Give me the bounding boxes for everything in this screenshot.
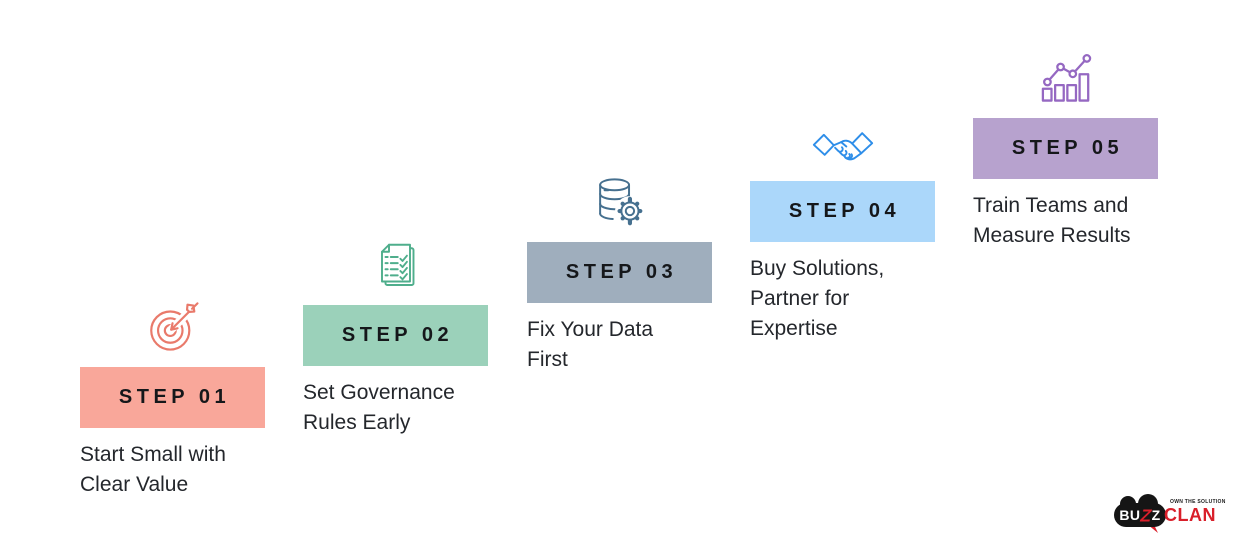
step-05: STEP 05 Train Teams and Measure Results (973, 54, 1158, 251)
step-05-label: STEP 05 (1011, 137, 1124, 159)
target-icon (80, 293, 265, 367)
logo-tagline: OWN THE SOLUTION (1170, 499, 1226, 505)
step-02-description: Set Governance Rules Early (303, 381, 455, 434)
database-gear-icon (527, 168, 712, 242)
step-04-label: STEP 04 (788, 200, 901, 222)
step-04: STEP 04 Buy Solutions, Partner for Exper… (750, 132, 935, 344)
step-04-description: Buy Solutions, Partner for Expertise (750, 257, 885, 340)
checklist-icon (303, 231, 488, 305)
step-02-box: STEP 02 (303, 305, 488, 366)
step-03-box: STEP 03 (527, 242, 712, 303)
step-02-label: STEP 02 (341, 324, 454, 346)
step-03: STEP 03 Fix Your Data First (527, 178, 712, 375)
growth-chart-icon (973, 44, 1158, 118)
logo-clan-text: CLAN (1164, 505, 1216, 525)
step-05-description: Train Teams and Measure Results (973, 194, 1131, 247)
step-04-box: STEP 04 (750, 181, 935, 242)
step-03-label: STEP 03 (565, 261, 678, 283)
step-01-label: STEP 01 (118, 386, 231, 408)
step-01-box: STEP 01 (80, 367, 265, 428)
step-03-description: Fix Your Data First (527, 318, 654, 371)
step-01-description: Start Small with Clear Value (80, 443, 226, 496)
step-05-box: STEP 05 (973, 118, 1158, 179)
step-02: STEP 02 Set Governance Rules Early (303, 243, 488, 438)
logo-right-block: OWN THE SOLUTION CLAN (1164, 499, 1226, 524)
handshake-icon (750, 107, 935, 191)
step-01: STEP 01 Start Small with Clear Value (80, 302, 265, 500)
